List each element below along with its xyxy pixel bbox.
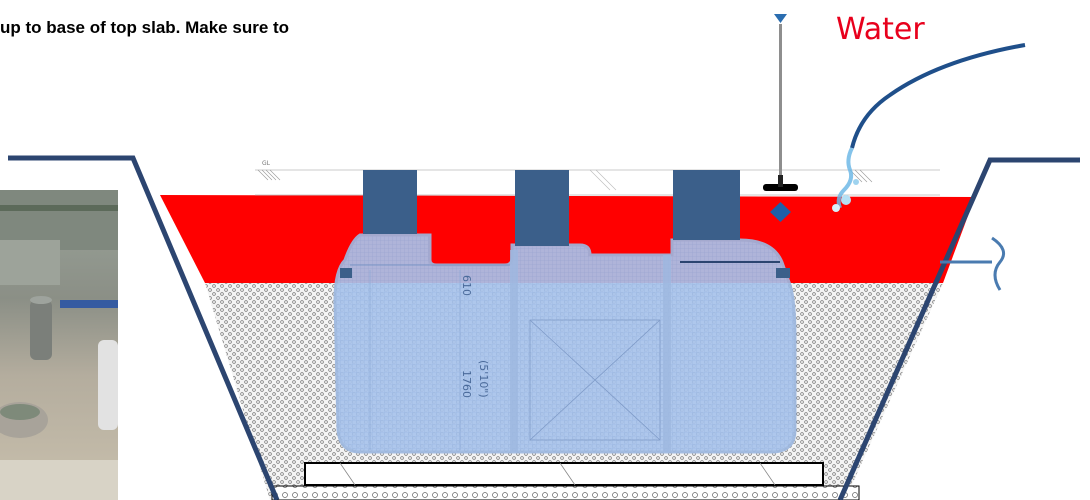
photo-riser-pipe (30, 300, 52, 360)
outlet-pipe-stub (776, 268, 790, 278)
tank-dimension-upper: 610 (460, 275, 473, 296)
water-level-gauge-icon (763, 14, 798, 222)
tank-dimension-main: 1760 (460, 370, 473, 398)
base-gravel-bed (272, 486, 859, 500)
riser-middle (515, 170, 569, 246)
site-photo (0, 190, 118, 500)
septic-tank: 1760 (5'10") 610 (335, 235, 795, 452)
base-slab (305, 463, 823, 485)
riser-left (363, 170, 417, 234)
ground-level-mark: GL (262, 160, 271, 167)
inlet-pipe-stub (340, 268, 352, 278)
ground-level-drawing: GL (255, 160, 940, 195)
curved-hose-icon (832, 45, 1025, 212)
tank-dimension-sub: (5'10") (477, 360, 490, 398)
riser-right (673, 170, 740, 240)
photo-white-pipe (98, 340, 118, 430)
pipe-bend-icon (992, 238, 1004, 290)
